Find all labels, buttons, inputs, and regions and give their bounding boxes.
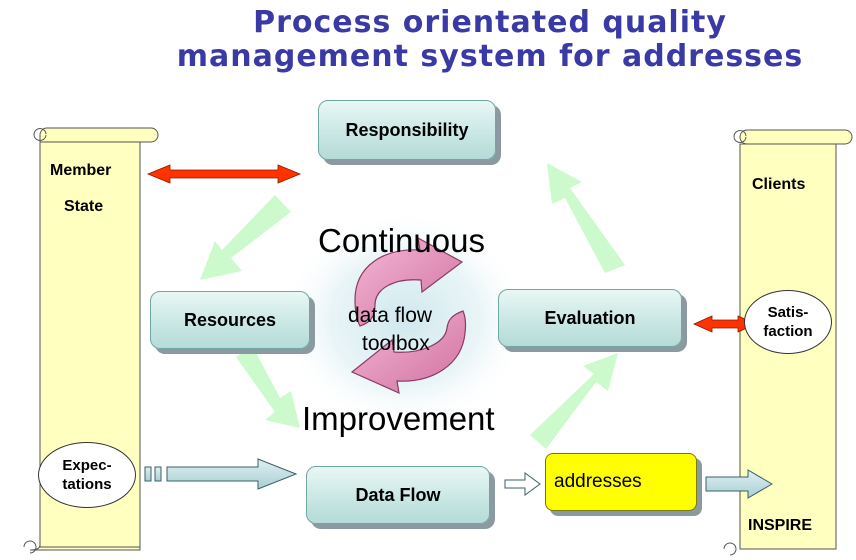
satisfaction-line-1: Satis- [767,304,809,321]
expectations-line-1: Expec- [62,457,112,474]
addresses-box: addresses [545,453,697,511]
cycle-arrows [200,163,625,449]
dataflow-to-addresses-arrow [504,472,541,496]
continuous-label: Continuous [318,222,485,259]
toolbox-label-line-1: data flow [348,304,433,327]
improvement-label: Improvement [302,400,495,437]
clients-label: Clients [752,176,806,193]
evaluation-box: Evaluation [498,289,682,347]
satisfaction-oval: Satis- faction [744,290,832,354]
cycle-arrow-responsibility-to-resources [200,195,291,280]
cycle-arrow-resources-to-dataflow [236,345,300,428]
addresses-to-inspire-arrow [705,469,773,499]
cycle-arrow-dataflow-to-evaluation [530,353,618,449]
inspire-label: INSPIRE [748,517,813,534]
state-label: State [64,198,104,215]
toolbox-label-line-2: toolbox [362,332,430,355]
expectations-oval: Expec- tations [38,442,136,508]
cycle-arrow-evaluation-to-responsibility [547,163,625,273]
responsibility-box: Responsibility [318,100,496,160]
center-glow [280,210,530,430]
continuous-improvement-cycle-icon [350,236,467,395]
expectations-arrow [144,458,298,490]
page-title: Process orientated quality management sy… [130,6,850,74]
data-flow-box: Data Flow [306,466,490,524]
satisfaction-line-2: faction [763,323,813,340]
title-line-1: Process orientated quality [253,5,727,40]
member-state-responsibility-arrow [146,164,302,184]
expectations-line-2: tations [62,476,112,493]
member-label: Member [50,162,112,179]
addresses-label: addresses [554,471,642,492]
resources-box: Resources [150,291,310,349]
title-line-2: management system for addresses [176,39,804,74]
